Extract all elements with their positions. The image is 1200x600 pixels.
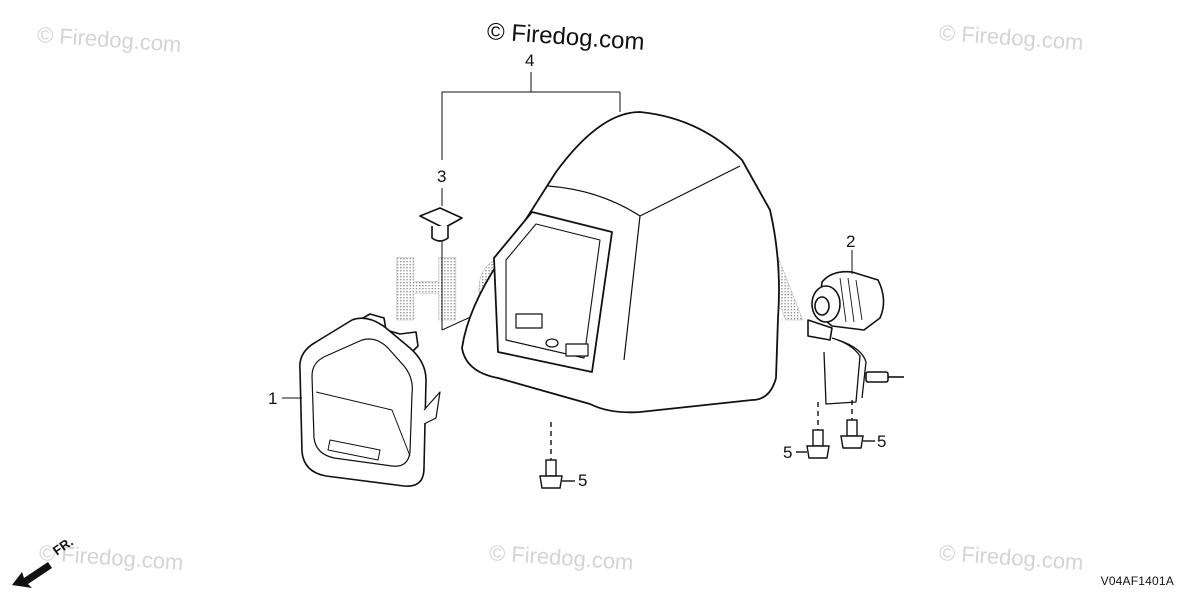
tail-light-lens — [299, 313, 441, 487]
diagram-code: V04AF1401A — [1100, 574, 1174, 588]
callout-1: 1 — [268, 389, 278, 408]
bolt-right — [840, 400, 875, 449]
horn — [807, 270, 904, 405]
rear-hood — [461, 111, 780, 414]
callout-5-right: 5 — [877, 432, 887, 451]
bolt-left — [796, 402, 830, 459]
cap-nut — [419, 207, 463, 242]
callout-2: 2 — [846, 232, 856, 251]
bolt-center — [539, 422, 575, 489]
leader-lines — [282, 188, 853, 399]
callout-5-left: 5 — [783, 443, 793, 462]
callout-3: 3 — [437, 167, 447, 186]
front-direction-arrow — [12, 562, 52, 588]
callout-5-center: 5 — [578, 471, 588, 490]
callout-4: 4 — [525, 51, 535, 70]
